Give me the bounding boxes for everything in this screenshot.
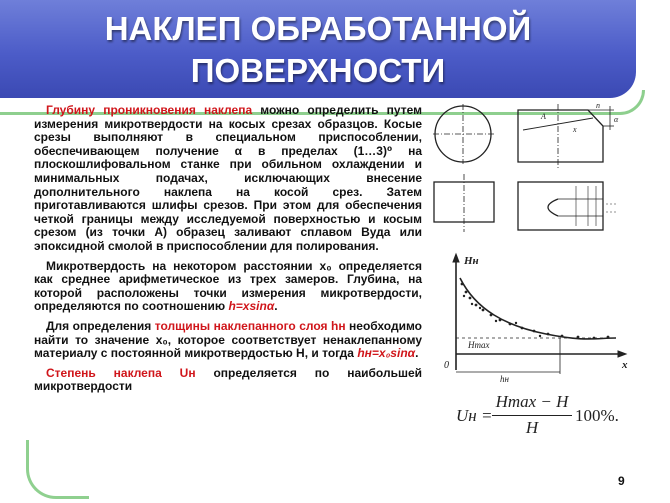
oblique-cut-view	[517, 109, 604, 163]
formula-h: h=xsinα	[228, 299, 275, 314]
paragraph-3-lead: Для определения	[46, 318, 155, 333]
page-number: 9	[618, 474, 625, 488]
term-degree: Степень наклепа Uн	[46, 365, 196, 380]
label-x: x	[572, 125, 577, 134]
origin-label: 0	[444, 360, 449, 371]
paragraph-4-text: определяется по наибольшей микротвердост…	[34, 365, 422, 394]
paragraph-3-text: необходимо найти то значение x₀, которое…	[34, 318, 423, 361]
formula-hn: hн=x₀sinα	[357, 346, 416, 361]
content-frame	[26, 440, 89, 499]
label-alpha: α	[614, 115, 619, 124]
microhardness-graph: Hн Hmax x 0 hн	[436, 252, 636, 384]
y-axis-label: Hн	[463, 255, 479, 267]
title-line-2: ПОВЕРХНОСТИ	[190, 52, 446, 89]
paragraph-1-text: можно определить путем измерения микротв…	[34, 103, 422, 253]
hardness-curve	[459, 277, 617, 340]
fraction-bar	[492, 415, 572, 416]
paragraph-2: Микротвердость на некотором расстоянии x…	[34, 258, 422, 314]
title-banner	[0, 0, 636, 98]
term-layer-thickness: толщины наклепанного слоя hн	[154, 318, 346, 333]
paragraph-2-text: Микротвердость на некотором расстоянии x…	[34, 258, 422, 314]
slide-title: НАКЛЕП ОБРАБОТАННОЙ ПОВЕРХНОСТИ	[0, 8, 636, 92]
body-text: Глубину проникновения наклепа можно опре…	[34, 103, 423, 400]
paragraph-2-end: .	[274, 299, 278, 314]
degree-formula: Uн = Hmax − H H 100%.	[456, 392, 626, 440]
hn-depth-label: hн	[500, 374, 510, 384]
paragraph-4: Степень наклепа Uн определяется по наибо…	[34, 365, 422, 394]
specimen-views-figure: A h x α	[428, 104, 638, 239]
formula-lhs: Uн =	[456, 406, 493, 425]
term-depth: Глубину проникновения наклепа	[46, 103, 253, 117]
formula-suffix: 100%.	[575, 406, 619, 425]
label-h: h	[596, 104, 600, 110]
paragraph-3: Для определения толщины наклепанного сло…	[34, 318, 423, 361]
paragraph-3-end: .	[415, 346, 419, 361]
label-a: A	[540, 112, 546, 121]
x-axis-label: x	[621, 359, 628, 371]
hmax-label: Hmax	[467, 340, 490, 350]
formula-numerator: Hmax − H	[495, 392, 569, 411]
title-line-1: НАКЛЕП ОБРАБОТАННОЙ	[104, 10, 532, 47]
formula-denominator: H	[525, 418, 539, 437]
paragraph-1: Глубину проникновения наклепа можно опре…	[34, 103, 422, 254]
